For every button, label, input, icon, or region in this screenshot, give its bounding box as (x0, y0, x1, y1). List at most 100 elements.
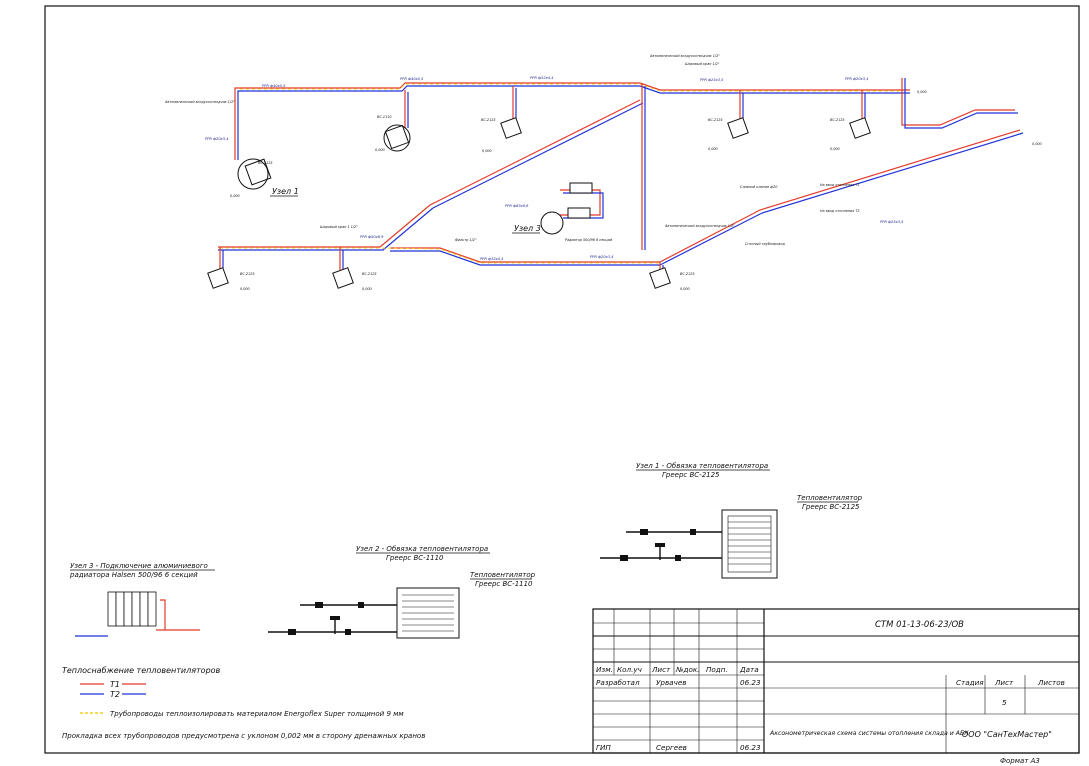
equipment-label: Автоматический воздухоотводчик 1/2" (649, 54, 720, 58)
detail-uzel1: Узел 1 - Обвязка тепловентилятора Грееpc… (600, 462, 863, 579)
equipment-label: ВС-2125 (258, 161, 273, 165)
sheet-number: 5 (1002, 698, 1007, 707)
col-data: Дата (739, 665, 759, 674)
pipe-t1-upper (234, 82, 640, 105)
drawing-code: СТМ 01-13-06-23/ОВ (875, 620, 964, 630)
uzel3-title: Узел 3 - Подключение алюминиевого (70, 562, 208, 570)
col-podp: Подп. (706, 665, 728, 674)
heating-scheme (218, 78, 1024, 272)
title-block (592, 608, 1080, 754)
role-gip: ГИП (596, 743, 611, 752)
uzel1-mark: Узел 1 (272, 187, 299, 196)
slope-note: Прокладка всех трубопроводов предусмотре… (62, 732, 425, 740)
title-block-text: СТМ 01-13-06-23/ОВ Изм. Кол.уч Лист №док… (596, 620, 1065, 765)
uzel1-title: Узел 1 - Обвязка тепловентилятора (636, 462, 768, 470)
equipment-label: ВС-2125 (830, 118, 845, 122)
col-list: Лист (651, 665, 671, 674)
pipe-label: PPR ф40х5,5 (400, 77, 424, 81)
uzel3-mark: Узел 3 (514, 224, 541, 233)
equipment-label: ВС-2125 (680, 272, 695, 276)
pipe-t1-lower (218, 204, 431, 248)
uzel2-title: Узел 2 - Обвязка тепловентилятора (356, 545, 488, 553)
equipment-label: Автоматический воздухоотводчик 1/2" (664, 224, 735, 228)
equipment-label: Фильтр 1/2" (455, 238, 477, 242)
detail-uzel3: Узел 3 - Подключение алюминиевого радиат… (69, 562, 215, 637)
uzel2-unit-label: Тепловентилятор (470, 571, 536, 579)
pipe-label: PPR ф20х3,4 (845, 77, 869, 81)
equipment-label: Радиатор 500/96 6 секций (565, 238, 613, 242)
level-mark: 0,000 (482, 149, 492, 153)
name-gip: Сергеев (656, 743, 687, 752)
level-mark: 0,000 (375, 148, 385, 152)
level-mark: 0,000 (830, 147, 840, 151)
detail-uzel2: Узел 2 - Обвязка тепловентилятора Грееpc… (268, 545, 536, 639)
uzel1-subtitle: Грееpc BC-2125 (662, 471, 720, 479)
company-name: ООО "СанТехМастер" (962, 730, 1052, 739)
aluminium-radiator (107, 591, 157, 627)
pipe-label: PPR ф32х4,4 (530, 76, 554, 80)
pipe-labels: PPR ф40х5,5 PPR ф40х5,5 PPR ф32х4,4 PPR … (205, 76, 904, 261)
level-mark: 0,000 (917, 90, 927, 94)
equipment-label: ВС-2125 (481, 118, 496, 122)
sheet-format: Формат А3 (1000, 757, 1040, 765)
pipe-t2-upper-right (639, 85, 910, 94)
pipe-t1-right-branch (901, 78, 1015, 126)
col-koluch: Кол.уч (617, 665, 642, 674)
equipment-label: Шаровый кран 1 1/2" (320, 225, 358, 229)
sheet-header: Лист (994, 678, 1014, 687)
equipment-label: Сливной клапан ф20 (740, 185, 777, 189)
pipe-t1-upper-right (639, 82, 910, 91)
legend: Теплоснабжение тепловентиляторов Т1 Т2 Т… (62, 666, 425, 740)
uzel2-unit-sub: Грееpc BC-1110 (475, 580, 533, 588)
drawing-title: Аксонометрическая схема системы отоплени… (769, 730, 969, 737)
pipe-label: PPR ф32х4,4 (480, 257, 504, 261)
legend-t1: Т1 (110, 680, 120, 689)
equipment-label: Сгонный трубопровод (745, 242, 785, 246)
sheet-frame (44, 5, 1080, 754)
sheets-header: Листов (1037, 678, 1065, 687)
pipe-label: PPR ф40х5,5 (262, 84, 286, 88)
unit-heaters (207, 117, 871, 289)
level-mark: 0,000 (230, 194, 240, 198)
equipment-label: ВС-2125 (240, 272, 255, 276)
pipe-t2-upper (237, 85, 640, 105)
pipe-label: PPR ф63х8,6 (505, 204, 529, 208)
date-gip: 06.23 (740, 743, 761, 752)
pipe-t2-right-branch (904, 78, 1018, 129)
fan-heater-bc2125 (721, 509, 778, 579)
equipment-label: Автоматический воздухоотводчик 1/2" (164, 100, 235, 104)
equipment-label: Шаровый кран 1/2" (685, 62, 720, 66)
equipment-label: На ввод отопления Т2 (820, 209, 860, 213)
pipe-label: PPR ф50х6,9 (360, 235, 384, 239)
col-ndok: №док. (675, 665, 699, 674)
equipment-label: ВС-2125 (362, 272, 377, 276)
pipe-t2-lower (218, 207, 434, 251)
legend-title: Теплоснабжение тепловентиляторов (62, 666, 221, 675)
level-mark: 0,000 (708, 147, 718, 151)
level-mark: 0,000 (362, 287, 372, 291)
uzel1-unit-sub: Грееpc BC-2125 (802, 503, 860, 511)
pipe-label: PPR ф25х3,5 (880, 220, 904, 224)
stage-header: Стадия (956, 678, 984, 687)
equipment-label: ВС-1110 (377, 115, 392, 119)
date-developer: 06.23 (740, 678, 761, 687)
legend-t2: Т2 (110, 690, 120, 699)
level-mark: 0,000 (1032, 142, 1042, 146)
uzel1-unit-label: Тепловентилятор (797, 494, 863, 502)
name-developer: Урвачев (656, 678, 687, 687)
col-izm: Изм. (596, 665, 613, 674)
pipe-label: PPR ф20х3,4 (205, 137, 229, 141)
level-mark: 0,000 (240, 287, 250, 291)
uzel2-subtitle: Грееpc BC-1110 (386, 554, 444, 562)
pipe-label: PPR ф25х3,5 (700, 78, 724, 82)
insulation-note: Трубопроводы теплоизолировать материалом… (110, 710, 404, 718)
role-developer: Разработал (596, 678, 640, 687)
equipment-labels: Автоматический воздухоотводчик 1/2" Авто… (164, 54, 1042, 291)
pipe-label: PPR ф20х3,4 (590, 255, 614, 259)
equipment-label: ВС-2125 (708, 118, 723, 122)
equipment-label: На ввод отопления Т1 (820, 183, 860, 187)
uzel3-subtitle: радиатора Halsen 500/96 6 секций (69, 571, 198, 579)
level-mark: 0,000 (680, 287, 690, 291)
